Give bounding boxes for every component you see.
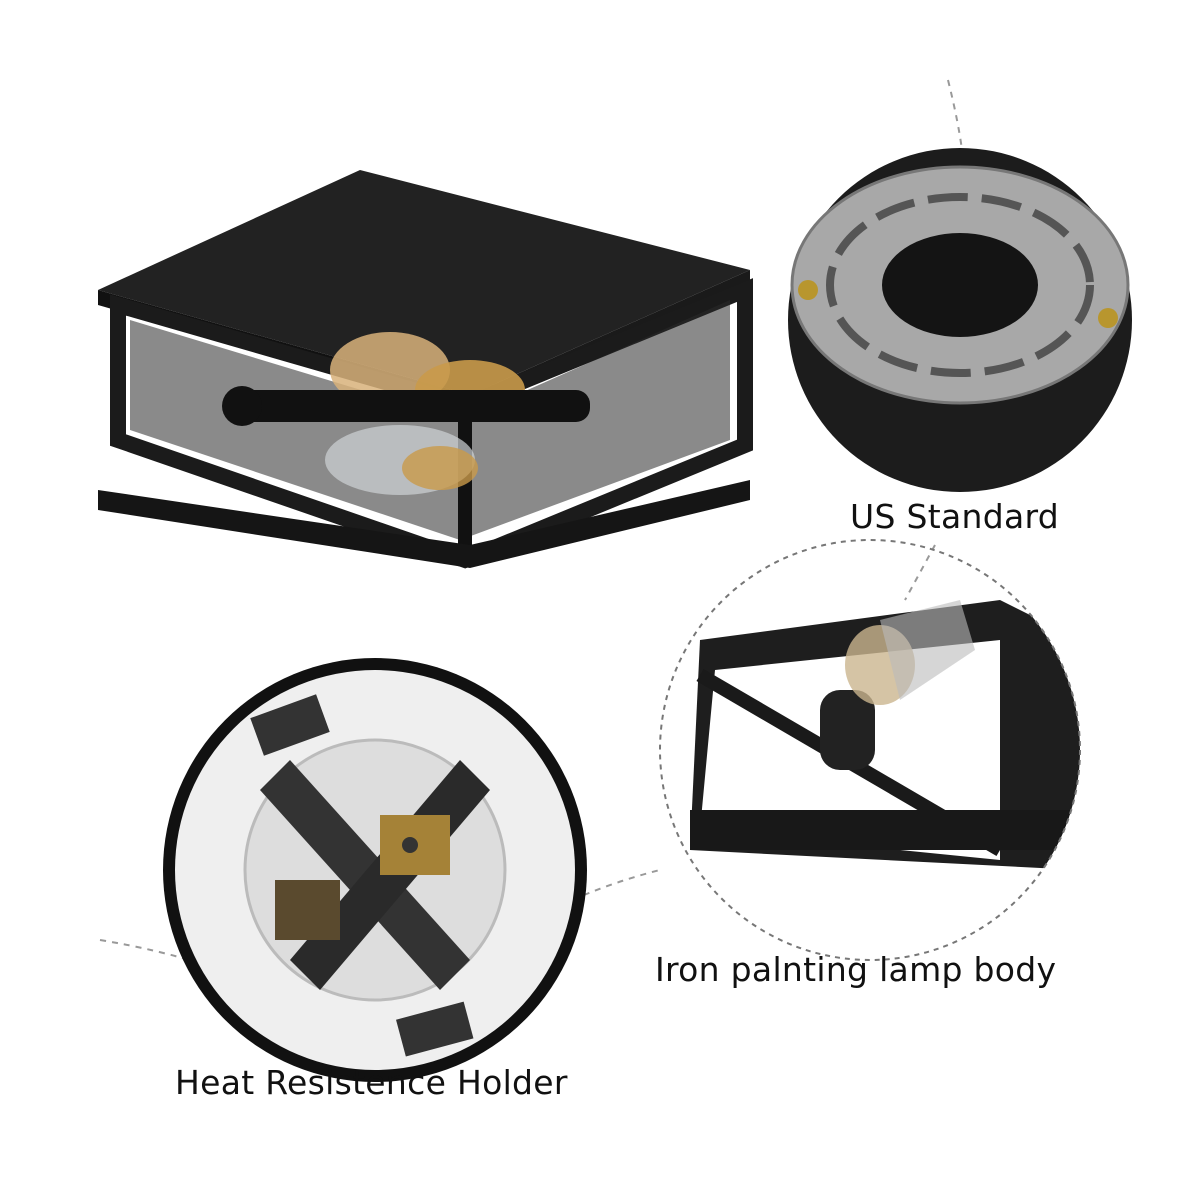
us-standard-label: US Standard — [850, 497, 1060, 536]
ceiling-lamp — [98, 170, 753, 569]
lamp-body-detail — [659, 539, 1081, 961]
holder-label: Heat Resistence Holder — [175, 1063, 568, 1102]
lamp-body-label: Iron palnting lamp body — [655, 950, 1057, 989]
mounting-plate-detail — [788, 148, 1132, 492]
socket-holder-detail — [163, 658, 587, 1082]
